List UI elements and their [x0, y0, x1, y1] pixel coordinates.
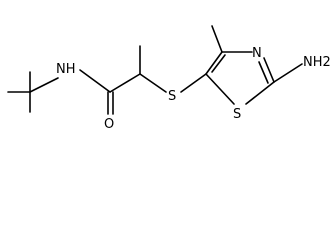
atom-nh2-label: NH2 — [303, 55, 331, 70]
bond-s-c5 — [180, 73, 207, 93]
bond-c4-methyl — [211, 25, 223, 53]
atom-s-thioether-label: S — [168, 89, 176, 104]
bond-c2-s1 — [245, 81, 275, 105]
bond-n3-c2-inner — [258, 61, 269, 84]
bond-carbonyl-alpha — [109, 73, 141, 93]
bond-c5-c4 — [205, 51, 223, 75]
molecule-structure: NH O S N NH2 — [7, 25, 331, 132]
bond-c2-nh2 — [273, 63, 303, 83]
bond-c5-c4-inner — [211, 54, 226, 73]
bond-s1-c5 — [205, 73, 235, 105]
bond-tbu-n — [29, 77, 59, 93]
bond-n-carbonyl — [79, 69, 111, 93]
atom-n-ring-label: N — [252, 46, 262, 61]
bond-n3-c2 — [263, 57, 275, 83]
structure-canvas: NH O S N NH2 — [7, 25, 331, 132]
atom-nh-label: NH — [56, 62, 76, 77]
atom-o-label: O — [104, 117, 114, 132]
bond-alpha-s — [139, 73, 167, 93]
atom-s-ring-label: S — [233, 107, 241, 122]
